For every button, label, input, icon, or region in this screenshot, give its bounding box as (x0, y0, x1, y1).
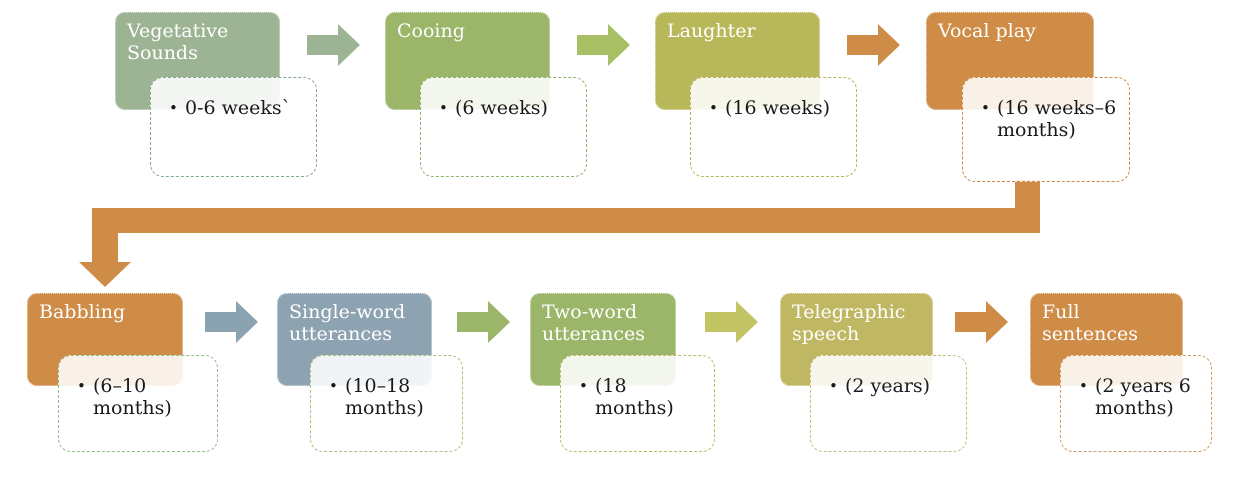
bullet-marker: • (439, 99, 448, 117)
bullet-marker: • (169, 99, 178, 117)
stage-detail-text: (2 years) (845, 375, 931, 397)
stage-detail-card-single-word-utterances: • (10–18 months) (310, 355, 463, 452)
stage-detail-card-vegetative-sounds: • 0-6 weeks` (150, 77, 317, 177)
stage-box-cooing: Cooing (385, 12, 550, 110)
stage-detail-card-laughter: • (16 weeks) (690, 77, 857, 177)
bullet-marker: • (709, 99, 718, 117)
stage-title: Full sentences (1042, 301, 1138, 346)
bullet-marker: • (77, 377, 86, 395)
bullet-marker: • (981, 99, 990, 117)
stage-detail-text: (6–10 months) (93, 375, 172, 420)
stage-title: Cooing (397, 20, 465, 42)
bullet-marker: • (829, 377, 838, 395)
stage-title: Vegetative Sounds (127, 20, 229, 65)
right-arrow-icon (577, 23, 630, 67)
right-arrow-icon (457, 300, 510, 344)
right-arrow-icon (955, 300, 1008, 344)
right-arrow-icon (847, 23, 900, 67)
stage-detail-text: (16 weeks) (725, 97, 831, 119)
stage-title: Telegraphic speech (792, 301, 906, 346)
stage-box-telegraphic-speech: Telegraphic speech (780, 293, 933, 386)
stage-title: Single-word utterances (289, 301, 406, 346)
stage-detail-card-telegraphic-speech: • (2 years) (810, 355, 967, 452)
right-arrow-icon (307, 23, 360, 67)
right-arrow-icon (205, 300, 258, 344)
stage-detail-text: (16 weeks–6 months) (997, 97, 1117, 142)
bullet-marker: • (1079, 377, 1088, 395)
stage-title: Babbling (39, 301, 126, 323)
right-arrow-icon (705, 300, 758, 344)
stage-detail-card-two-word-utterances: • (18 months) (560, 355, 715, 452)
stage-detail-card-babbling: • (6–10 months) (58, 355, 218, 452)
stage-detail-text: (6 weeks) (455, 97, 548, 119)
stage-detail-text: 0-6 weeks` (185, 97, 292, 119)
bullet-marker: • (579, 377, 588, 395)
stage-detail-text: (2 years 6 months) (1095, 375, 1191, 420)
stage-title: Vocal play (938, 20, 1036, 42)
stage-detail-text: (18 months) (595, 375, 674, 420)
stage-detail-card-cooing: • (6 weeks) (420, 77, 587, 177)
stage-detail-card-vocal-play: • (16 weeks–6 months) (962, 77, 1130, 182)
stage-detail-text: (10–18 months) (345, 375, 424, 420)
bent-down-arrow-icon (79, 180, 1041, 287)
stage-detail-card-full-sentences: • (2 years 6 months) (1060, 355, 1212, 452)
stage-title: Laughter (667, 20, 756, 42)
bullet-marker: • (329, 377, 338, 395)
stage-title: Two-word utterances (542, 301, 646, 346)
